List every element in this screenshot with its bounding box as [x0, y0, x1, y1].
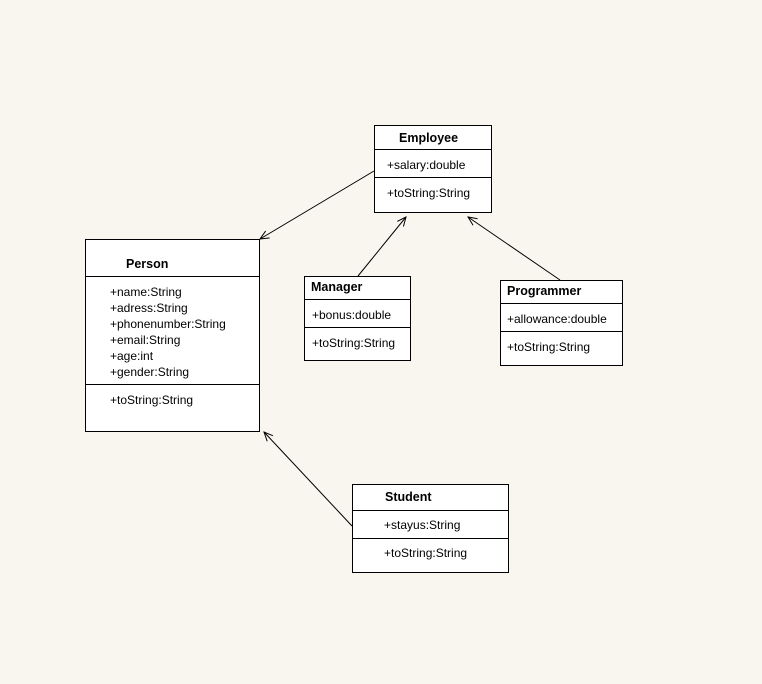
method: +toString:String [110, 393, 194, 407]
class-name: Person [126, 257, 169, 271]
class-programmer[interactable]: Programmer +allowance:double +toString:S… [500, 280, 623, 366]
arrow-programmer-to-employee [468, 217, 561, 281]
attribute: +email:String [110, 333, 181, 347]
divider [305, 327, 410, 328]
attribute: +phonenumber:String [110, 317, 226, 331]
arrow-student-to-person [264, 432, 353, 527]
divider [501, 303, 622, 304]
divider [353, 538, 508, 539]
attribute: +adress:String [110, 301, 188, 315]
class-employee[interactable]: Employee +salary:double +toString:String [374, 125, 492, 213]
method: +toString:String [384, 546, 468, 560]
attribute: +salary:double [387, 158, 466, 172]
attribute: +name:String [110, 285, 182, 299]
divider [375, 149, 491, 150]
attribute: +age:int [110, 349, 154, 363]
attribute: +stayus:String [384, 518, 461, 532]
class-student[interactable]: Student +stayus:String +toString:String [352, 484, 509, 573]
class-person[interactable]: Person +name:String +adress:String +phon… [85, 239, 260, 432]
attribute: +allowance:double [507, 312, 607, 326]
arrow-employee-to-person [260, 170, 375, 239]
arrow-manager-to-employee [357, 217, 406, 277]
class-manager[interactable]: Manager +bonus:double +toString:String [304, 276, 411, 361]
class-name: Student [385, 490, 432, 504]
method: +toString:String [387, 186, 471, 200]
divider [86, 276, 259, 277]
divider [353, 510, 508, 511]
divider [305, 299, 410, 300]
attribute: +gender:String [110, 365, 190, 379]
class-name: Employee [399, 131, 459, 145]
divider [501, 331, 622, 332]
method: +toString:String [507, 340, 591, 354]
method: +toString:String [312, 336, 396, 350]
attribute: +bonus:double [312, 308, 392, 322]
divider [86, 384, 259, 385]
class-name: Programmer [507, 284, 582, 298]
class-name: Manager [311, 280, 363, 294]
divider [375, 177, 491, 178]
